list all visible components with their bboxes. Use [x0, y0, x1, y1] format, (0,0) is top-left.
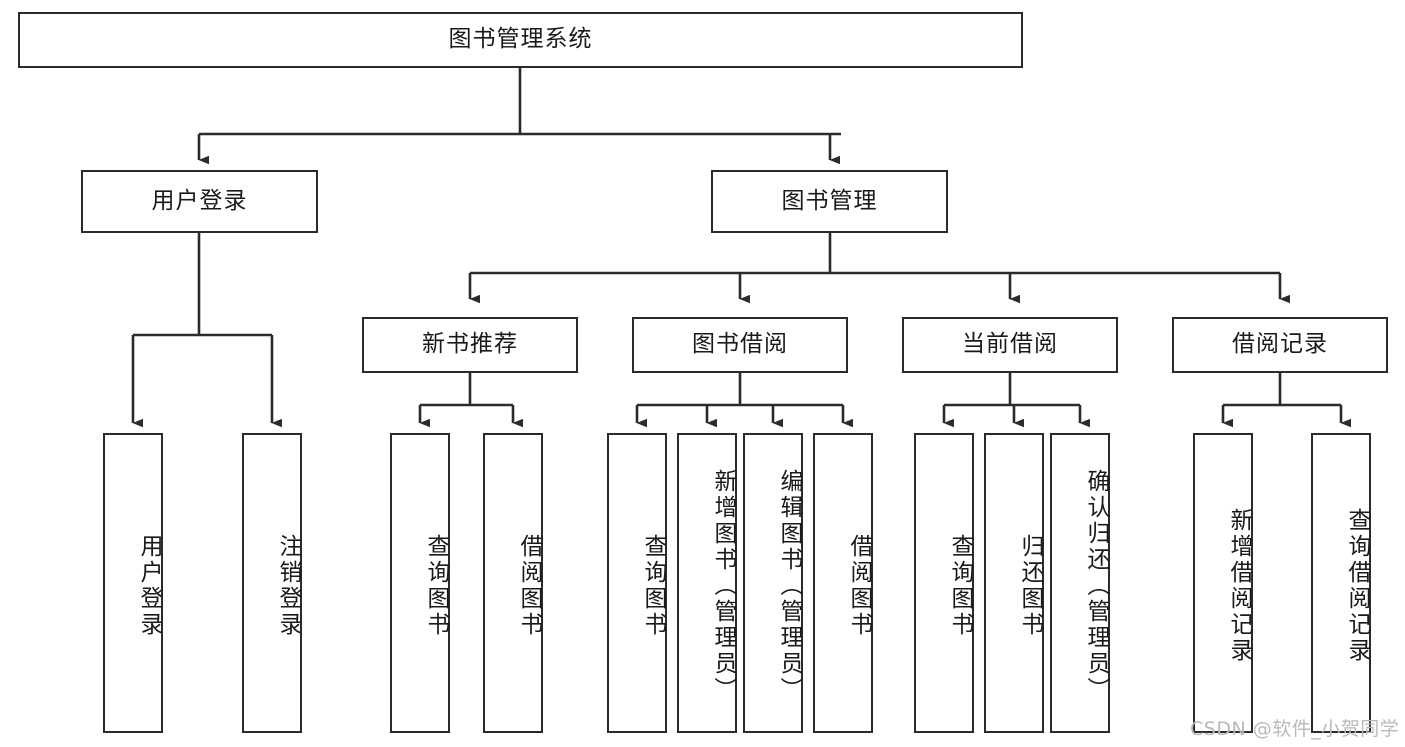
leaf-add-book-label: 新增图书（管理员）: [710, 469, 736, 703]
leaf-confirm-return-label: 确认归还（管理员）: [1083, 469, 1109, 703]
leaf-borrow-book-2-label: 借阅图书: [846, 534, 872, 638]
node-book-borrow-label: 图书借阅: [692, 331, 788, 358]
node-current-borrow-label: 当前借阅: [962, 331, 1058, 358]
node-borrow-record-label: 借阅记录: [1232, 331, 1328, 358]
leaf-confirm-return[interactable]: 确认归还（管理员）: [1050, 433, 1110, 733]
leaf-borrow-book-2[interactable]: 借阅图书: [813, 433, 873, 733]
leaf-add-book[interactable]: 新增图书（管理员）: [677, 433, 737, 733]
leaf-user-login[interactable]: 用户登录: [103, 433, 163, 733]
leaf-add-borrow-record[interactable]: 新增借阅记录: [1193, 433, 1253, 733]
node-user-login[interactable]: 用户登录: [81, 170, 318, 233]
leaf-query-book-2-label: 查询图书: [640, 534, 666, 638]
leaf-add-borrow-record-label: 新增借阅记录: [1226, 508, 1252, 664]
csdn-watermark: CSDN @软件_小贺同学: [1190, 718, 1400, 740]
node-root[interactable]: 图书管理系统: [18, 12, 1023, 68]
node-borrow-record[interactable]: 借阅记录: [1172, 317, 1388, 373]
leaf-query-book-2[interactable]: 查询图书: [607, 433, 667, 733]
leaf-logout-label: 注销登录: [275, 534, 301, 638]
leaf-return-book[interactable]: 归还图书: [984, 433, 1044, 733]
leaf-query-borrow-record[interactable]: 查询借阅记录: [1311, 433, 1371, 733]
node-new-book-recommend-label: 新书推荐: [422, 331, 518, 358]
leaf-logout[interactable]: 注销登录: [242, 433, 302, 733]
leaf-query-book-3[interactable]: 查询图书: [914, 433, 974, 733]
node-new-book-recommend[interactable]: 新书推荐: [362, 317, 578, 373]
node-book-borrow[interactable]: 图书借阅: [632, 317, 848, 373]
node-user-login-label: 用户登录: [151, 187, 248, 214]
leaf-user-login-label: 用户登录: [136, 534, 162, 638]
leaf-query-borrow-record-label: 查询借阅记录: [1344, 508, 1370, 664]
node-root-label: 图书管理系统: [448, 26, 593, 53]
leaf-return-book-label: 归还图书: [1017, 534, 1043, 638]
leaf-edit-book-label: 编辑图书（管理员）: [776, 469, 802, 703]
leaf-edit-book[interactable]: 编辑图书（管理员）: [743, 433, 803, 733]
node-book-manage[interactable]: 图书管理: [711, 170, 948, 233]
node-book-manage-label: 图书管理: [781, 187, 878, 214]
leaf-borrow-book-1[interactable]: 借阅图书: [483, 433, 543, 733]
leaf-query-book-1[interactable]: 查询图书: [390, 433, 450, 733]
leaf-query-book-3-label: 查询图书: [947, 534, 973, 638]
node-current-borrow[interactable]: 当前借阅: [902, 317, 1118, 373]
leaf-borrow-book-1-label: 借阅图书: [516, 534, 542, 638]
leaf-query-book-1-label: 查询图书: [423, 534, 449, 638]
